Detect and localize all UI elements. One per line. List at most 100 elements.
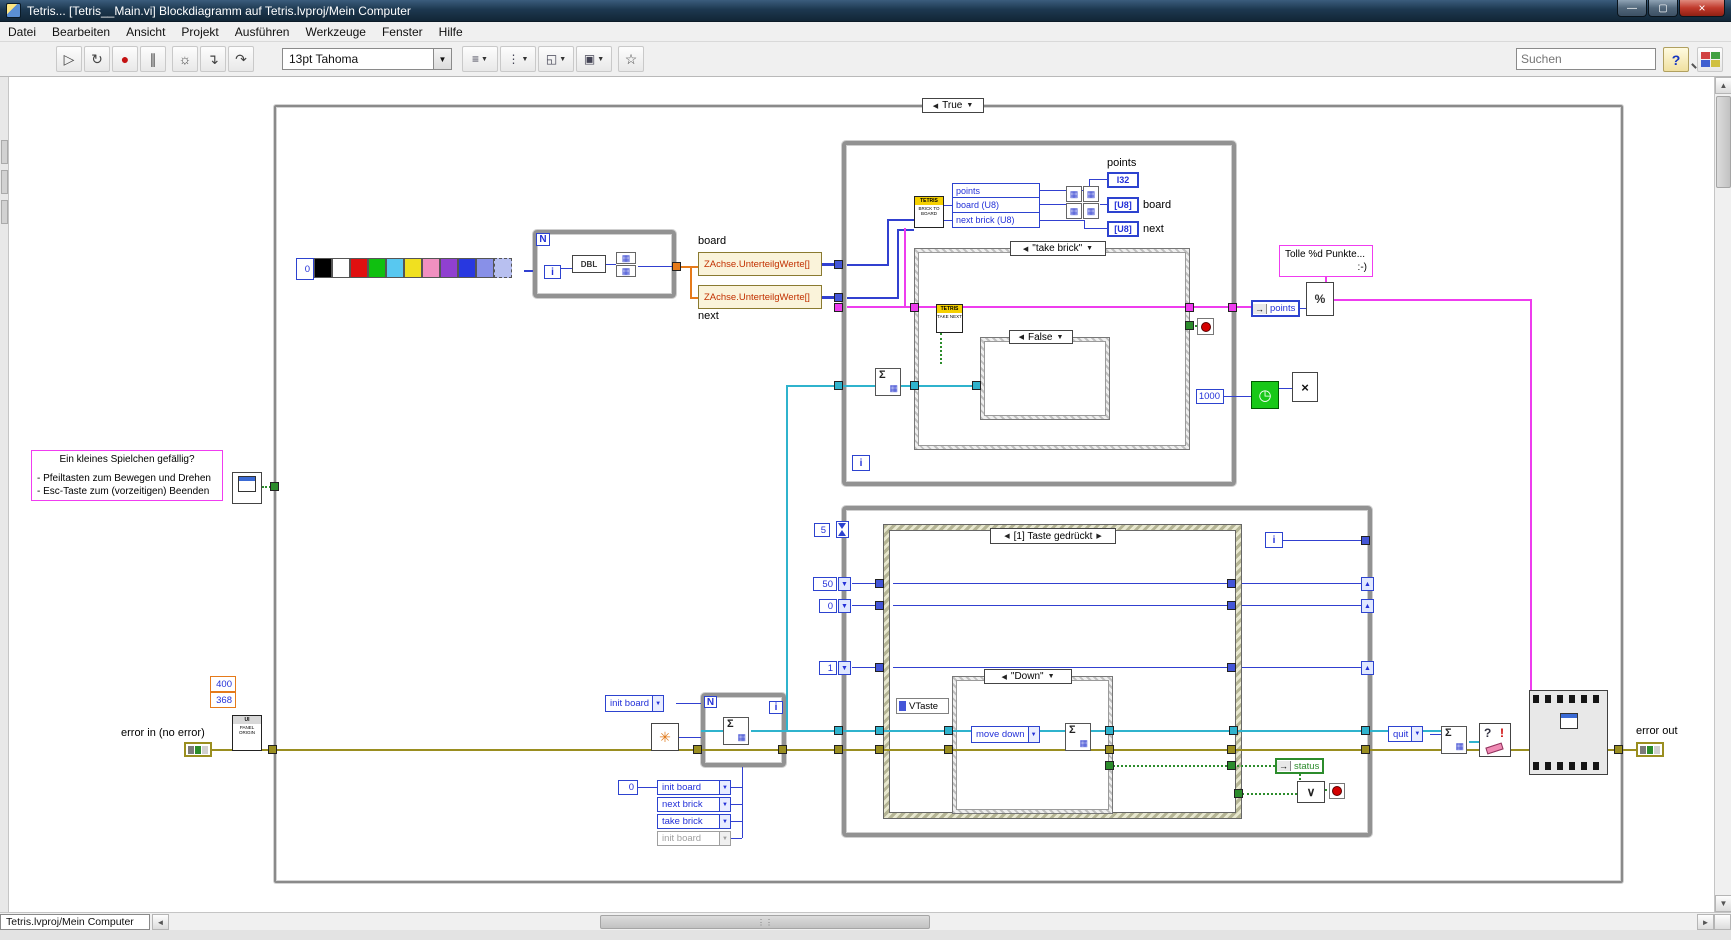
prev-case-icon[interactable]: ◀ [932, 102, 939, 110]
display-message-subvi[interactable] [232, 472, 262, 504]
event-selector[interactable]: ◀ [1] Taste gedrückt ▶ [990, 528, 1116, 544]
chevron-down-icon[interactable]: ▼ [433, 49, 451, 69]
color-box[interactable] [440, 258, 458, 278]
shift-register-left[interactable]: ▼ [838, 599, 851, 613]
state-subvi[interactable]: Σ ▦ [1065, 723, 1091, 751]
vertical-scrollbar[interactable]: ▲ ▼ [1714, 77, 1731, 912]
enum-constant[interactable]: take brick ▼ [657, 814, 731, 829]
origin-y-constant[interactable]: 368 [210, 692, 236, 708]
run-button[interactable]: ▷ [56, 46, 82, 72]
reorder-dropdown[interactable]: ▣ ▼ [576, 46, 612, 72]
format-into-string-node[interactable]: % [1306, 282, 1334, 316]
search-input[interactable] [1517, 52, 1680, 66]
maximize-button[interactable]: ▢ [1648, 0, 1678, 17]
shift-register-right[interactable]: ▲ [1361, 577, 1374, 591]
prev-case-icon[interactable]: ◀ [1018, 334, 1024, 341]
menu-hilfe[interactable]: Hilfe [438, 24, 463, 39]
color-box[interactable] [350, 258, 368, 278]
case-selector-down[interactable]: ◀ "Down" ▼ [984, 669, 1072, 684]
origin-x-constant[interactable]: 400 [210, 676, 236, 692]
chevron-down-icon[interactable]: ▼ [1027, 727, 1039, 742]
build-array-node[interactable]: ▦ ▦ [616, 252, 636, 277]
state-subvi[interactable]: Σ ▦ [1441, 726, 1467, 754]
numeric-constant[interactable]: 0 [819, 599, 837, 613]
scroll-down-button[interactable]: ▼ [1715, 895, 1731, 912]
wait-ms-multiple-node[interactable]: ◷ [1251, 381, 1279, 409]
cluster-element[interactable]: points [952, 183, 1040, 198]
menu-ausfuehren[interactable]: Ausführen [234, 24, 290, 39]
color-array-constant[interactable]: 0 [296, 258, 512, 282]
diagram-context-tab[interactable]: Tetris.lvproj/Mein Computer [0, 914, 150, 930]
next-event-icon[interactable]: ▶ [1096, 533, 1102, 540]
chevron-down-icon[interactable]: ▼ [966, 102, 974, 109]
case-selector-label[interactable]: True [942, 100, 963, 111]
color-box[interactable] [368, 258, 386, 278]
unbundle-by-name-node[interactable]: points board (U8) next brick (U8) [952, 183, 1040, 228]
color-box[interactable] [476, 258, 494, 278]
enum-constant[interactable]: next brick ▼ [657, 797, 731, 812]
event-data-node[interactable]: VTaste [896, 698, 949, 714]
array-conversion-nodes[interactable]: ▦ ▦ ▦ ▦ [1066, 186, 1099, 219]
case-selector-label[interactable]: "take brick" [1032, 243, 1083, 254]
distribute-objects-dropdown[interactable]: ⋮ ▼ [500, 46, 536, 72]
state-subvi[interactable]: Σ ▦ [723, 717, 749, 745]
clear-errors-subvi[interactable]: ? ! [1479, 723, 1511, 757]
state-subvi[interactable]: Σ ▦ [875, 368, 901, 396]
chevron-down-icon[interactable]: ▼ [719, 832, 730, 845]
abort-button[interactable]: ● [112, 46, 138, 72]
cluster-element[interactable]: next brick (U8) [952, 213, 1040, 228]
chevron-down-icon[interactable]: ▼ [1047, 673, 1055, 680]
scroll-left-button[interactable]: ◄ [152, 914, 169, 930]
chevron-down-icon[interactable]: ▼ [1056, 333, 1064, 341]
enum-constant-disabled[interactable]: init board ▼ [657, 831, 731, 846]
multiply-node[interactable]: × [1292, 372, 1318, 402]
scroll-up-button[interactable]: ▲ [1715, 77, 1731, 94]
font-selector[interactable]: 13pt Tahoma ▼ [282, 48, 452, 70]
close-button[interactable]: × [1679, 0, 1725, 17]
init-board-enum-constant[interactable]: init board ▼ [605, 695, 665, 712]
case-selector-false[interactable]: ◀ False ▼ [1009, 330, 1073, 344]
case-selector-true[interactable]: ◀ True ▼ [922, 98, 984, 113]
init-ui-subvi[interactable]: ✳ [651, 723, 679, 751]
menu-datei[interactable]: Datei [8, 24, 37, 39]
or-function-node[interactable]: ∨ [1297, 781, 1325, 803]
timeout-constant[interactable]: 5 [814, 523, 830, 537]
search-box[interactable] [1516, 48, 1684, 70]
numeric-constant[interactable]: 1 [819, 661, 837, 675]
zaxis-property-node[interactable]: ZAchse.UnterteilgWerte[] [698, 252, 822, 276]
numeric-constant[interactable]: 50 [813, 577, 837, 591]
color-box-empty[interactable] [494, 258, 512, 278]
chevron-down-icon[interactable]: ▼ [652, 696, 664, 711]
chevron-down-icon[interactable]: ▼ [719, 815, 730, 828]
points-indicator[interactable]: I32 [1107, 172, 1139, 188]
menu-projekt[interactable]: Projekt [181, 24, 219, 39]
move-down-enum-constant[interactable]: move down ▼ [971, 726, 1040, 743]
vertical-scroll-thumb[interactable] [1716, 96, 1731, 188]
shift-register-right[interactable]: ▲ [1361, 599, 1374, 613]
scroll-right-button[interactable]: ► [1697, 914, 1714, 930]
to-dbl-conversion-node[interactable]: DBL [572, 255, 606, 273]
prev-event-icon[interactable]: ◀ [1004, 533, 1010, 540]
enum-constant[interactable]: init board ▼ [657, 780, 731, 795]
event-selector-label[interactable]: [1] Taste gedrückt [1013, 530, 1093, 542]
cleanup-diagram-button[interactable]: ☆ [618, 46, 644, 72]
status-local-variable[interactable]: → status [1275, 758, 1325, 774]
board-array-indicator[interactable]: [U8] [1107, 197, 1139, 213]
menu-werkzeuge[interactable]: Werkzeuge [305, 24, 366, 39]
points-local-variable[interactable]: → points [1251, 300, 1301, 317]
color-box[interactable] [458, 258, 476, 278]
error-in-terminal[interactable] [184, 742, 212, 757]
case-selector-label[interactable]: False [1028, 331, 1053, 343]
color-box[interactable] [314, 258, 332, 278]
block-diagram-canvas[interactable]: ◀ True ▼ ◀ "take brick" ▼ ◀ False ▼ ◀ [1… [9, 77, 1714, 912]
numeric-constant[interactable]: 0 [618, 780, 638, 795]
loop-condition-terminal[interactable] [1197, 318, 1214, 335]
step-over-button[interactable]: ↷ [228, 46, 254, 72]
step-into-button[interactable]: ↴ [200, 46, 226, 72]
error-out-terminal[interactable] [1636, 742, 1664, 757]
error-dialog-express-vi[interactable] [1529, 690, 1608, 775]
loop-condition-terminal[interactable] [1329, 783, 1345, 799]
menu-bearbeiten[interactable]: Bearbeiten [52, 24, 111, 39]
color-box[interactable] [422, 258, 440, 278]
chevron-down-icon[interactable]: ▼ [1086, 245, 1094, 252]
